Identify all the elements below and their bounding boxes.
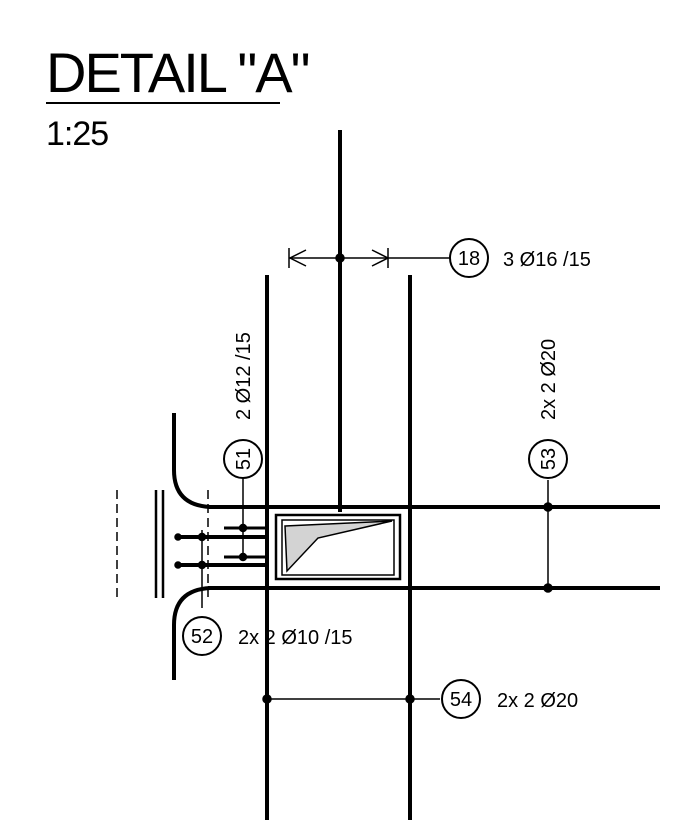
- drawing-title: DETAIL "A": [46, 41, 309, 104]
- callout-54: 54 2x 2 Ø20: [441, 679, 578, 719]
- callout-circle-51: [223, 439, 263, 479]
- callout-circle-52: [182, 616, 222, 656]
- rebar-dot-51-top: [238, 523, 248, 533]
- rebar-dot-52-bottom: [197, 560, 207, 570]
- rebar-dot-54-right: [405, 694, 415, 704]
- dimension-arrow-left: [288, 249, 307, 267]
- callout-text-53: 2x 2 Ø20: [538, 339, 560, 420]
- callout-text-52: 2x 2 Ø10 /15: [238, 627, 353, 649]
- callout-51: 51 2 Ø12 /15: [223, 332, 263, 479]
- rebar-dot-54-left: [262, 694, 272, 704]
- anchor-wedge: [284, 520, 393, 573]
- bar-end-dot-1: [174, 533, 182, 541]
- callout-53: 53 2x 2 Ø20: [528, 339, 568, 479]
- anchor-box-outer: [274, 513, 402, 581]
- callout-text-54: 2x 2 Ø20: [497, 690, 578, 712]
- rebar-dot-51-bottom: [238, 552, 248, 562]
- bar-end-dot-2: [174, 561, 182, 569]
- callout-id-18: 18: [458, 248, 480, 270]
- callout-id-53: 53: [538, 448, 560, 470]
- rebar-dot-53-bottom: [543, 583, 553, 593]
- top-hook-bar: [172, 413, 211, 509]
- callout-52: 52 2x 2 Ø10 /15: [182, 616, 353, 656]
- callout-circle-53: [528, 439, 568, 479]
- callout-id-54: 54: [450, 689, 472, 711]
- rebar-dot-52-top: [197, 532, 207, 542]
- anchor-box-inner: [281, 519, 395, 576]
- drawing-scale: 1:25: [46, 115, 108, 153]
- dimension-arrow-right: [371, 249, 390, 267]
- callout-text-51: 2 Ø12 /15: [233, 332, 255, 420]
- rebar-dot-18: [335, 253, 345, 263]
- callout-circle-54: [441, 679, 481, 719]
- callout-id-52: 52: [191, 626, 213, 648]
- callout-circle-18: [449, 238, 489, 278]
- callout-id-51: 51: [233, 448, 255, 470]
- callout-18: 18 3 Ø16 /15: [449, 238, 591, 278]
- rebar-dot-53-top: [543, 502, 553, 512]
- callout-text-18: 3 Ø16 /15: [503, 249, 591, 271]
